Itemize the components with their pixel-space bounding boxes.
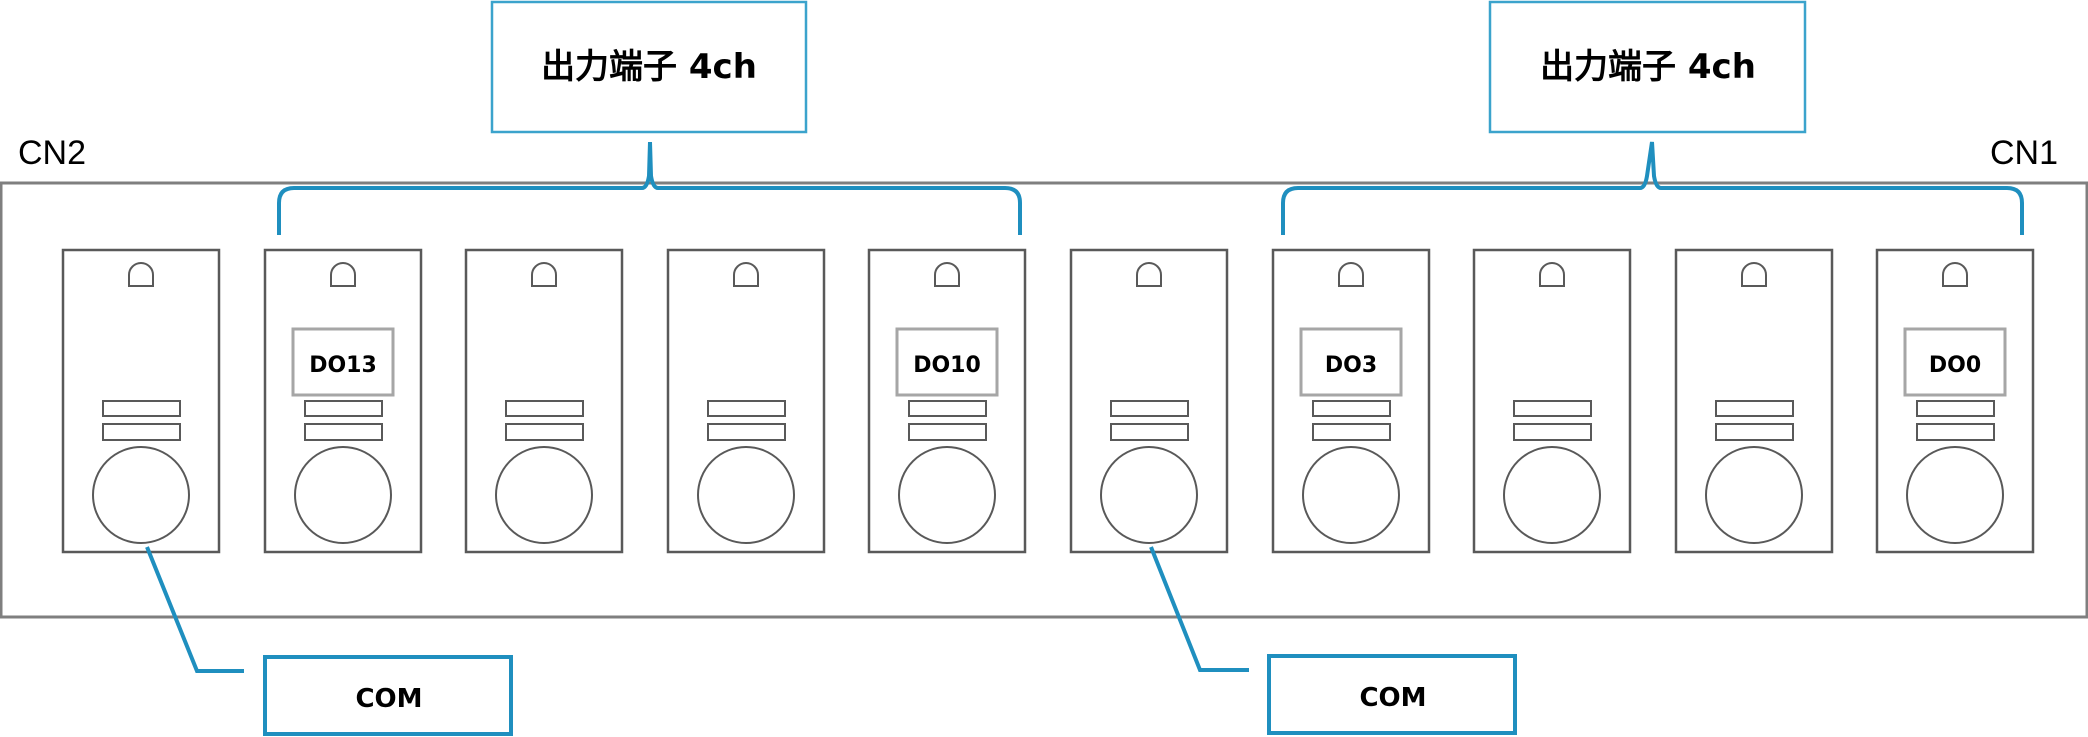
terminal-label-box bbox=[1299, 327, 1403, 397]
terminal-panel bbox=[0, 181, 2088, 619]
terminal-slot bbox=[1916, 400, 1995, 417]
release-lever-icon bbox=[934, 262, 960, 287]
terminal bbox=[666, 248, 826, 554]
terminal-label-box bbox=[291, 327, 395, 397]
terminal: DO13 bbox=[263, 248, 423, 554]
terminal-slot bbox=[1312, 423, 1391, 441]
terminal-slot bbox=[707, 400, 786, 417]
connector-label-cn1: CN1 bbox=[1990, 134, 2058, 172]
group-label: 出力端子 4ch bbox=[1540, 47, 1756, 87]
wire-entry-hole bbox=[1100, 446, 1198, 544]
terminal: DO0 bbox=[1875, 248, 2035, 554]
release-lever-icon bbox=[1539, 262, 1565, 287]
com-label: COM bbox=[1359, 683, 1426, 713]
terminal-slot bbox=[1513, 400, 1592, 417]
terminal-slot bbox=[1513, 423, 1592, 441]
terminal-slot bbox=[908, 400, 987, 417]
terminal bbox=[1674, 248, 1834, 554]
terminal-label-box bbox=[1903, 327, 2007, 397]
terminal-label: DO0 bbox=[1929, 353, 1981, 378]
release-lever-icon bbox=[128, 262, 154, 287]
group-brace bbox=[1281, 141, 2024, 235]
com-callout-right: COM bbox=[1149, 546, 1517, 735]
terminal: DO10 bbox=[867, 248, 1027, 554]
wire-entry-hole bbox=[495, 446, 593, 544]
connector-label-cn2: CN2 bbox=[18, 134, 86, 172]
release-lever-icon bbox=[1942, 262, 1968, 287]
terminal-label: DO3 bbox=[1325, 353, 1377, 378]
terminal bbox=[1069, 248, 1229, 554]
output-group-left: 出力端子 4ch bbox=[277, 0, 1022, 235]
com-leader-line bbox=[145, 546, 244, 673]
terminal-slot bbox=[304, 423, 383, 441]
terminal-slot bbox=[908, 423, 987, 441]
group-label: 出力端子 4ch bbox=[541, 47, 757, 87]
terminal-slot bbox=[102, 423, 181, 441]
output-group-right: 出力端子 4ch bbox=[1281, 0, 2024, 235]
wire-entry-hole bbox=[697, 446, 795, 544]
terminal-slot bbox=[505, 400, 584, 417]
com-leader-line bbox=[1149, 546, 1249, 672]
release-lever-icon bbox=[733, 262, 759, 287]
terminal-slot bbox=[1110, 400, 1189, 417]
com-callout-left: COM bbox=[145, 546, 513, 736]
wire-entry-hole bbox=[898, 446, 996, 544]
com-label: COM bbox=[355, 684, 422, 714]
group-label-box bbox=[490, 0, 808, 134]
terminal bbox=[464, 248, 624, 554]
terminal-slot bbox=[1715, 400, 1794, 417]
terminal-slot bbox=[1110, 423, 1189, 441]
terminal-slot bbox=[1916, 423, 1995, 441]
wire-entry-hole bbox=[1705, 446, 1803, 544]
group-brace bbox=[277, 141, 1022, 235]
terminal-slot bbox=[505, 423, 584, 441]
wire-entry-hole bbox=[1503, 446, 1601, 544]
wire-entry-hole bbox=[294, 446, 392, 544]
wire-entry-hole bbox=[1302, 446, 1400, 544]
com-label-box bbox=[263, 655, 513, 736]
terminal-slot bbox=[102, 400, 181, 417]
wire-entry-hole bbox=[92, 446, 190, 544]
release-lever-icon bbox=[330, 262, 356, 287]
terminal-slot bbox=[1715, 423, 1794, 441]
release-lever-icon bbox=[1338, 262, 1364, 287]
release-lever-icon bbox=[531, 262, 557, 287]
com-label-box bbox=[1267, 654, 1517, 735]
terminal-slot bbox=[304, 400, 383, 417]
terminal: DO3 bbox=[1271, 248, 1431, 554]
terminal-row: DO13 DO10 DO3 DO0 bbox=[61, 248, 2035, 554]
wire-entry-hole bbox=[1906, 446, 2004, 544]
terminal bbox=[61, 248, 221, 554]
terminal-slot bbox=[707, 423, 786, 441]
terminal-label: DO10 bbox=[913, 353, 981, 378]
terminal bbox=[1472, 248, 1632, 554]
release-lever-icon bbox=[1136, 262, 1162, 287]
terminal-label-box bbox=[895, 327, 999, 397]
group-label-box bbox=[1488, 0, 1807, 134]
terminal-slot bbox=[1312, 400, 1391, 417]
release-lever-icon bbox=[1741, 262, 1767, 287]
terminal-label: DO13 bbox=[309, 353, 377, 378]
